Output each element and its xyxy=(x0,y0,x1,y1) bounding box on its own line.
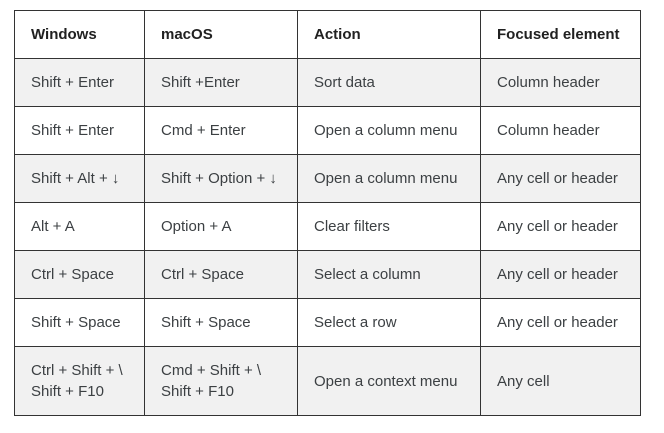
cell-macos-shortcut: Shift + Space xyxy=(144,298,298,347)
column-header-action: Action xyxy=(297,10,481,59)
table-row: Shift + Enter Shift +Enter Sort data Col… xyxy=(14,58,641,107)
cell-action: Select a row xyxy=(297,298,481,347)
cell-windows-shortcut: Shift + Space xyxy=(14,298,145,347)
cell-focused-element: Column header xyxy=(480,106,641,155)
cell-focused-element: Any cell xyxy=(480,346,641,416)
cell-action: Clear filters xyxy=(297,202,481,251)
cell-windows-shortcut: Shift + Enter xyxy=(14,58,145,107)
cell-focused-element: Any cell or header xyxy=(480,298,641,347)
column-header-macos: macOS xyxy=(144,10,298,59)
cell-action: Sort data xyxy=(297,58,481,107)
cell-windows-shortcut: Ctrl + Space xyxy=(14,250,145,299)
cell-macos-shortcut: Shift + Option + ↓ xyxy=(144,154,298,203)
table-row: Alt + A Option + A Clear filters Any cel… xyxy=(14,202,641,251)
cell-windows-shortcut: Shift + Alt + ↓ xyxy=(14,154,145,203)
cell-focused-element: Any cell or header xyxy=(480,154,641,203)
table-row: Shift + Alt + ↓ Shift + Option + ↓ Open … xyxy=(14,154,641,203)
column-header-windows: Windows xyxy=(14,10,145,59)
cell-focused-element: Any cell or header xyxy=(480,202,641,251)
column-header-focused-element: Focused element xyxy=(480,10,641,59)
cell-action: Open a column menu xyxy=(297,106,481,155)
cell-action: Open a column menu xyxy=(297,154,481,203)
header-row: Windows macOS Action Focused element xyxy=(14,10,641,59)
cell-macos-shortcut: Cmd + Shift + \ Shift + F10 xyxy=(144,346,298,416)
cell-macos-shortcut: Option + A xyxy=(144,202,298,251)
cell-action: Select a column xyxy=(297,250,481,299)
cell-windows-shortcut: Shift + Enter xyxy=(14,106,145,155)
table-row: Shift + Enter Cmd + Enter Open a column … xyxy=(14,106,641,155)
table-row: Ctrl + Shift + \ Shift + F10 Cmd + Shift… xyxy=(14,346,641,416)
table-row: Shift + Space Shift + Space Select a row… xyxy=(14,298,641,347)
keyboard-shortcuts-table: Windows macOS Action Focused element Shi… xyxy=(14,10,641,416)
cell-macos-shortcut: Cmd + Enter xyxy=(144,106,298,155)
cell-macos-shortcut: Shift +Enter xyxy=(144,58,298,107)
cell-windows-shortcut: Ctrl + Shift + \ Shift + F10 xyxy=(14,346,145,416)
cell-focused-element: Column header xyxy=(480,58,641,107)
cell-windows-shortcut: Alt + A xyxy=(14,202,145,251)
table-row: Ctrl + Space Ctrl + Space Select a colum… xyxy=(14,250,641,299)
cell-action: Open a context menu xyxy=(297,346,481,416)
cell-focused-element: Any cell or header xyxy=(480,250,641,299)
cell-macos-shortcut: Ctrl + Space xyxy=(144,250,298,299)
